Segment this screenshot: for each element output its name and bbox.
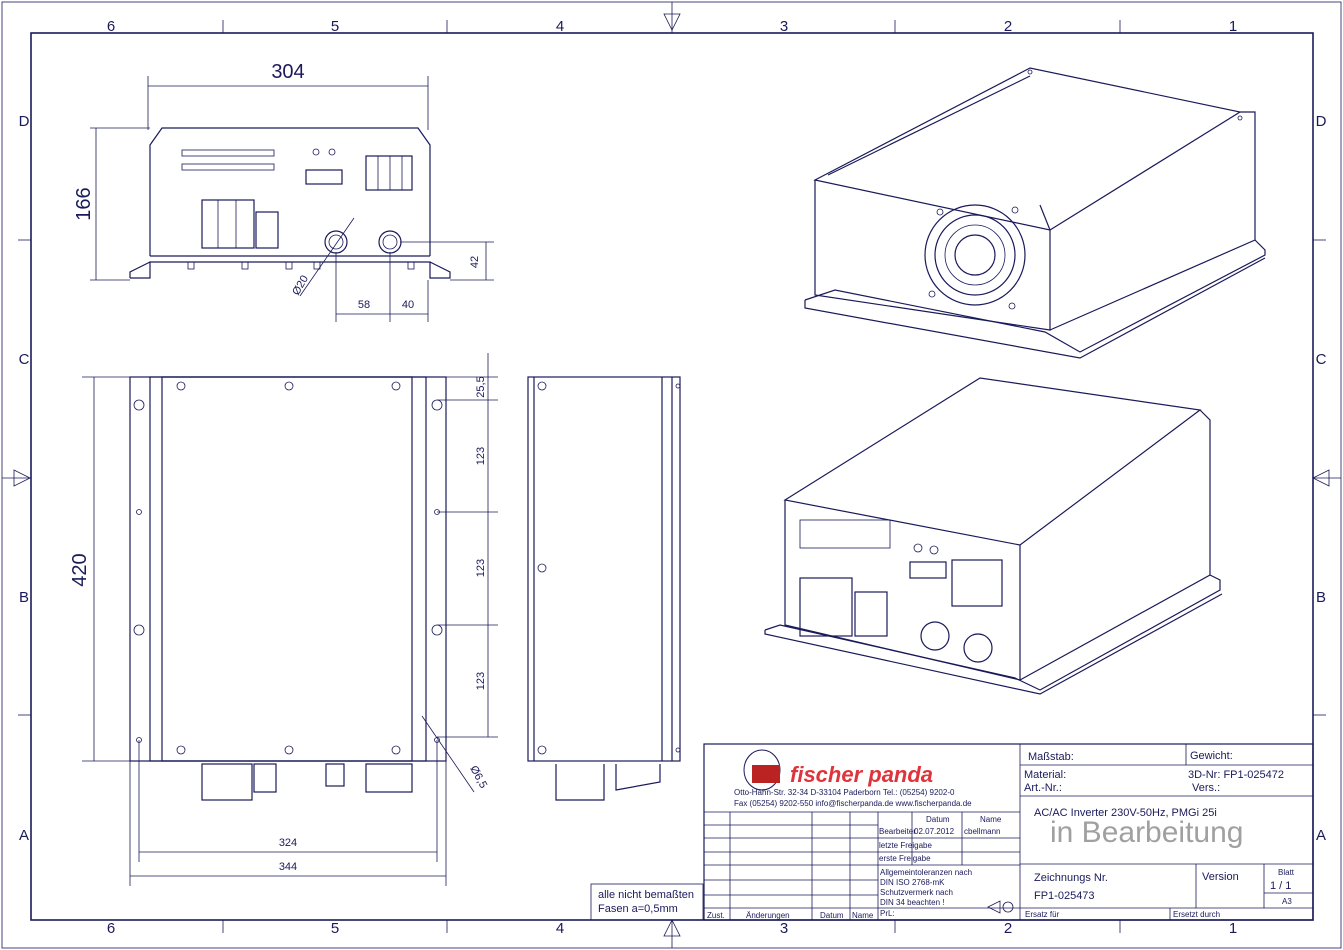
blatt-value: 1 / 1 <box>1270 880 1291 892</box>
art-nr-label: Art.-Nr.: <box>1024 782 1062 794</box>
col-label-3-bottom: 3 <box>780 920 788 937</box>
version-label: Version <box>1202 871 1239 883</box>
bearbeiter-datum: 02.07.2012 <box>914 827 955 836</box>
status-watermark: in Bearbeitung <box>1050 816 1243 849</box>
row-label-A-left: A <box>19 827 29 844</box>
col-label-1-bottom: 1 <box>1229 920 1237 937</box>
erste-freigabe-label: erste Freigabe <box>879 854 931 863</box>
col-label-3-top: 3 <box>780 18 788 35</box>
material-label: Material: <box>1024 769 1066 781</box>
row-label-D-left: D <box>19 113 30 130</box>
title-block-lines <box>703 743 1314 921</box>
zust-label: Zust. <box>707 911 725 920</box>
note-line-2: Fasen a=0,5mm <box>598 903 678 915</box>
row-label-B-right: B <box>1316 589 1326 606</box>
datum-header: Datum <box>926 815 950 824</box>
dim-hole-diameter: Ø20 <box>290 273 311 297</box>
col-label-2-bottom: 2 <box>1004 920 1012 937</box>
aenderungen-label: Änderungen <box>746 911 790 920</box>
tolerances-3: Schutzvermerk nach <box>880 888 953 897</box>
zeichnungs-nr: FP1-025473 <box>1034 890 1095 902</box>
dim-offset-40: 40 <box>402 299 414 311</box>
grid-ticks <box>18 20 1326 933</box>
gewicht-label: Gewicht: <box>1190 750 1233 762</box>
company-address: Otto-Hahn-Str. 32-34 D-33104 Paderborn T… <box>734 788 955 797</box>
prl-label: PrL: <box>880 909 895 918</box>
row-label-C-left: C <box>19 351 30 368</box>
iso-view-back <box>804 67 1266 359</box>
col-label-1-top: 1 <box>1229 18 1237 35</box>
drawing-title: AC/AC Inverter 230V-50Hz, PMGi 25i <box>1034 807 1217 819</box>
tolerances-4: DIN 34 beachten ! <box>880 898 944 907</box>
name-footer-label: Name <box>852 911 874 920</box>
row-label-A-right: A <box>1316 827 1326 844</box>
dim-spacing-123-b: 123 <box>475 559 487 577</box>
ersatz-fuer-label: Ersatz für <box>1025 910 1060 919</box>
vers-label: Vers.: <box>1192 782 1220 794</box>
company-contact: Fax (05254) 9202-550 info@fischerpanda.d… <box>734 799 972 808</box>
dim-height-42: 42 <box>469 256 481 268</box>
tolerances-2: DIN ISO 2768-mK <box>880 878 945 887</box>
tolerances-1: Allgemeintoleranzen nach <box>880 868 972 877</box>
col-label-6-bottom: 6 <box>107 920 115 937</box>
col-label-2-top: 2 <box>1004 18 1012 35</box>
row-label-D-right: D <box>1316 113 1327 130</box>
3d-nr-label: 3D-Nr: FP1-025472 <box>1188 769 1284 781</box>
dim-front-width: 304 <box>271 61 304 83</box>
col-label-6-top: 6 <box>107 18 115 35</box>
bearbeiter-label: Bearbeiter <box>879 827 916 836</box>
ersetzt-durch-label: Ersetzt durch <box>1173 910 1220 919</box>
col-label-5-top: 5 <box>331 18 339 35</box>
letzte-freigabe-label: letzte Freigabe <box>879 841 932 850</box>
iso-view-front <box>764 377 1223 695</box>
side-view <box>527 376 681 801</box>
front-view <box>90 76 494 322</box>
name-header: Name <box>980 815 1002 824</box>
row-label-C-right: C <box>1316 351 1327 368</box>
dim-spacing-25-5: 25,5 <box>475 376 487 397</box>
note-line-1: alle nicht bemaßten <box>598 889 694 901</box>
dim-spacing-123-c: 123 <box>475 672 487 690</box>
col-label-4-bottom: 4 <box>556 920 564 937</box>
format-label: A3 <box>1282 897 1292 906</box>
blatt-label: Blatt <box>1278 868 1295 877</box>
dim-offset-58: 58 <box>358 299 370 311</box>
note-box <box>590 883 704 921</box>
top-view <box>82 353 498 886</box>
bearbeiter-name: cbellmann <box>964 827 1000 836</box>
fischer-panda-logo <box>743 749 781 791</box>
dim-width-324: 324 <box>279 837 297 849</box>
company-logo-text: fischer panda <box>790 762 933 787</box>
col-label-4-top: 4 <box>556 18 564 35</box>
zeichnungs-label: Zeichnungs Nr. <box>1034 872 1108 884</box>
row-label-B-left: B <box>19 589 29 606</box>
datum-footer-label: Datum <box>820 911 844 920</box>
col-label-5-bottom: 5 <box>331 920 339 937</box>
dim-front-height: 166 <box>73 187 95 220</box>
dim-top-height: 420 <box>69 553 91 586</box>
dim-spacing-123-a: 123 <box>475 447 487 465</box>
dim-width-344: 344 <box>279 861 297 873</box>
massstab-label: Maßstab: <box>1028 751 1074 763</box>
